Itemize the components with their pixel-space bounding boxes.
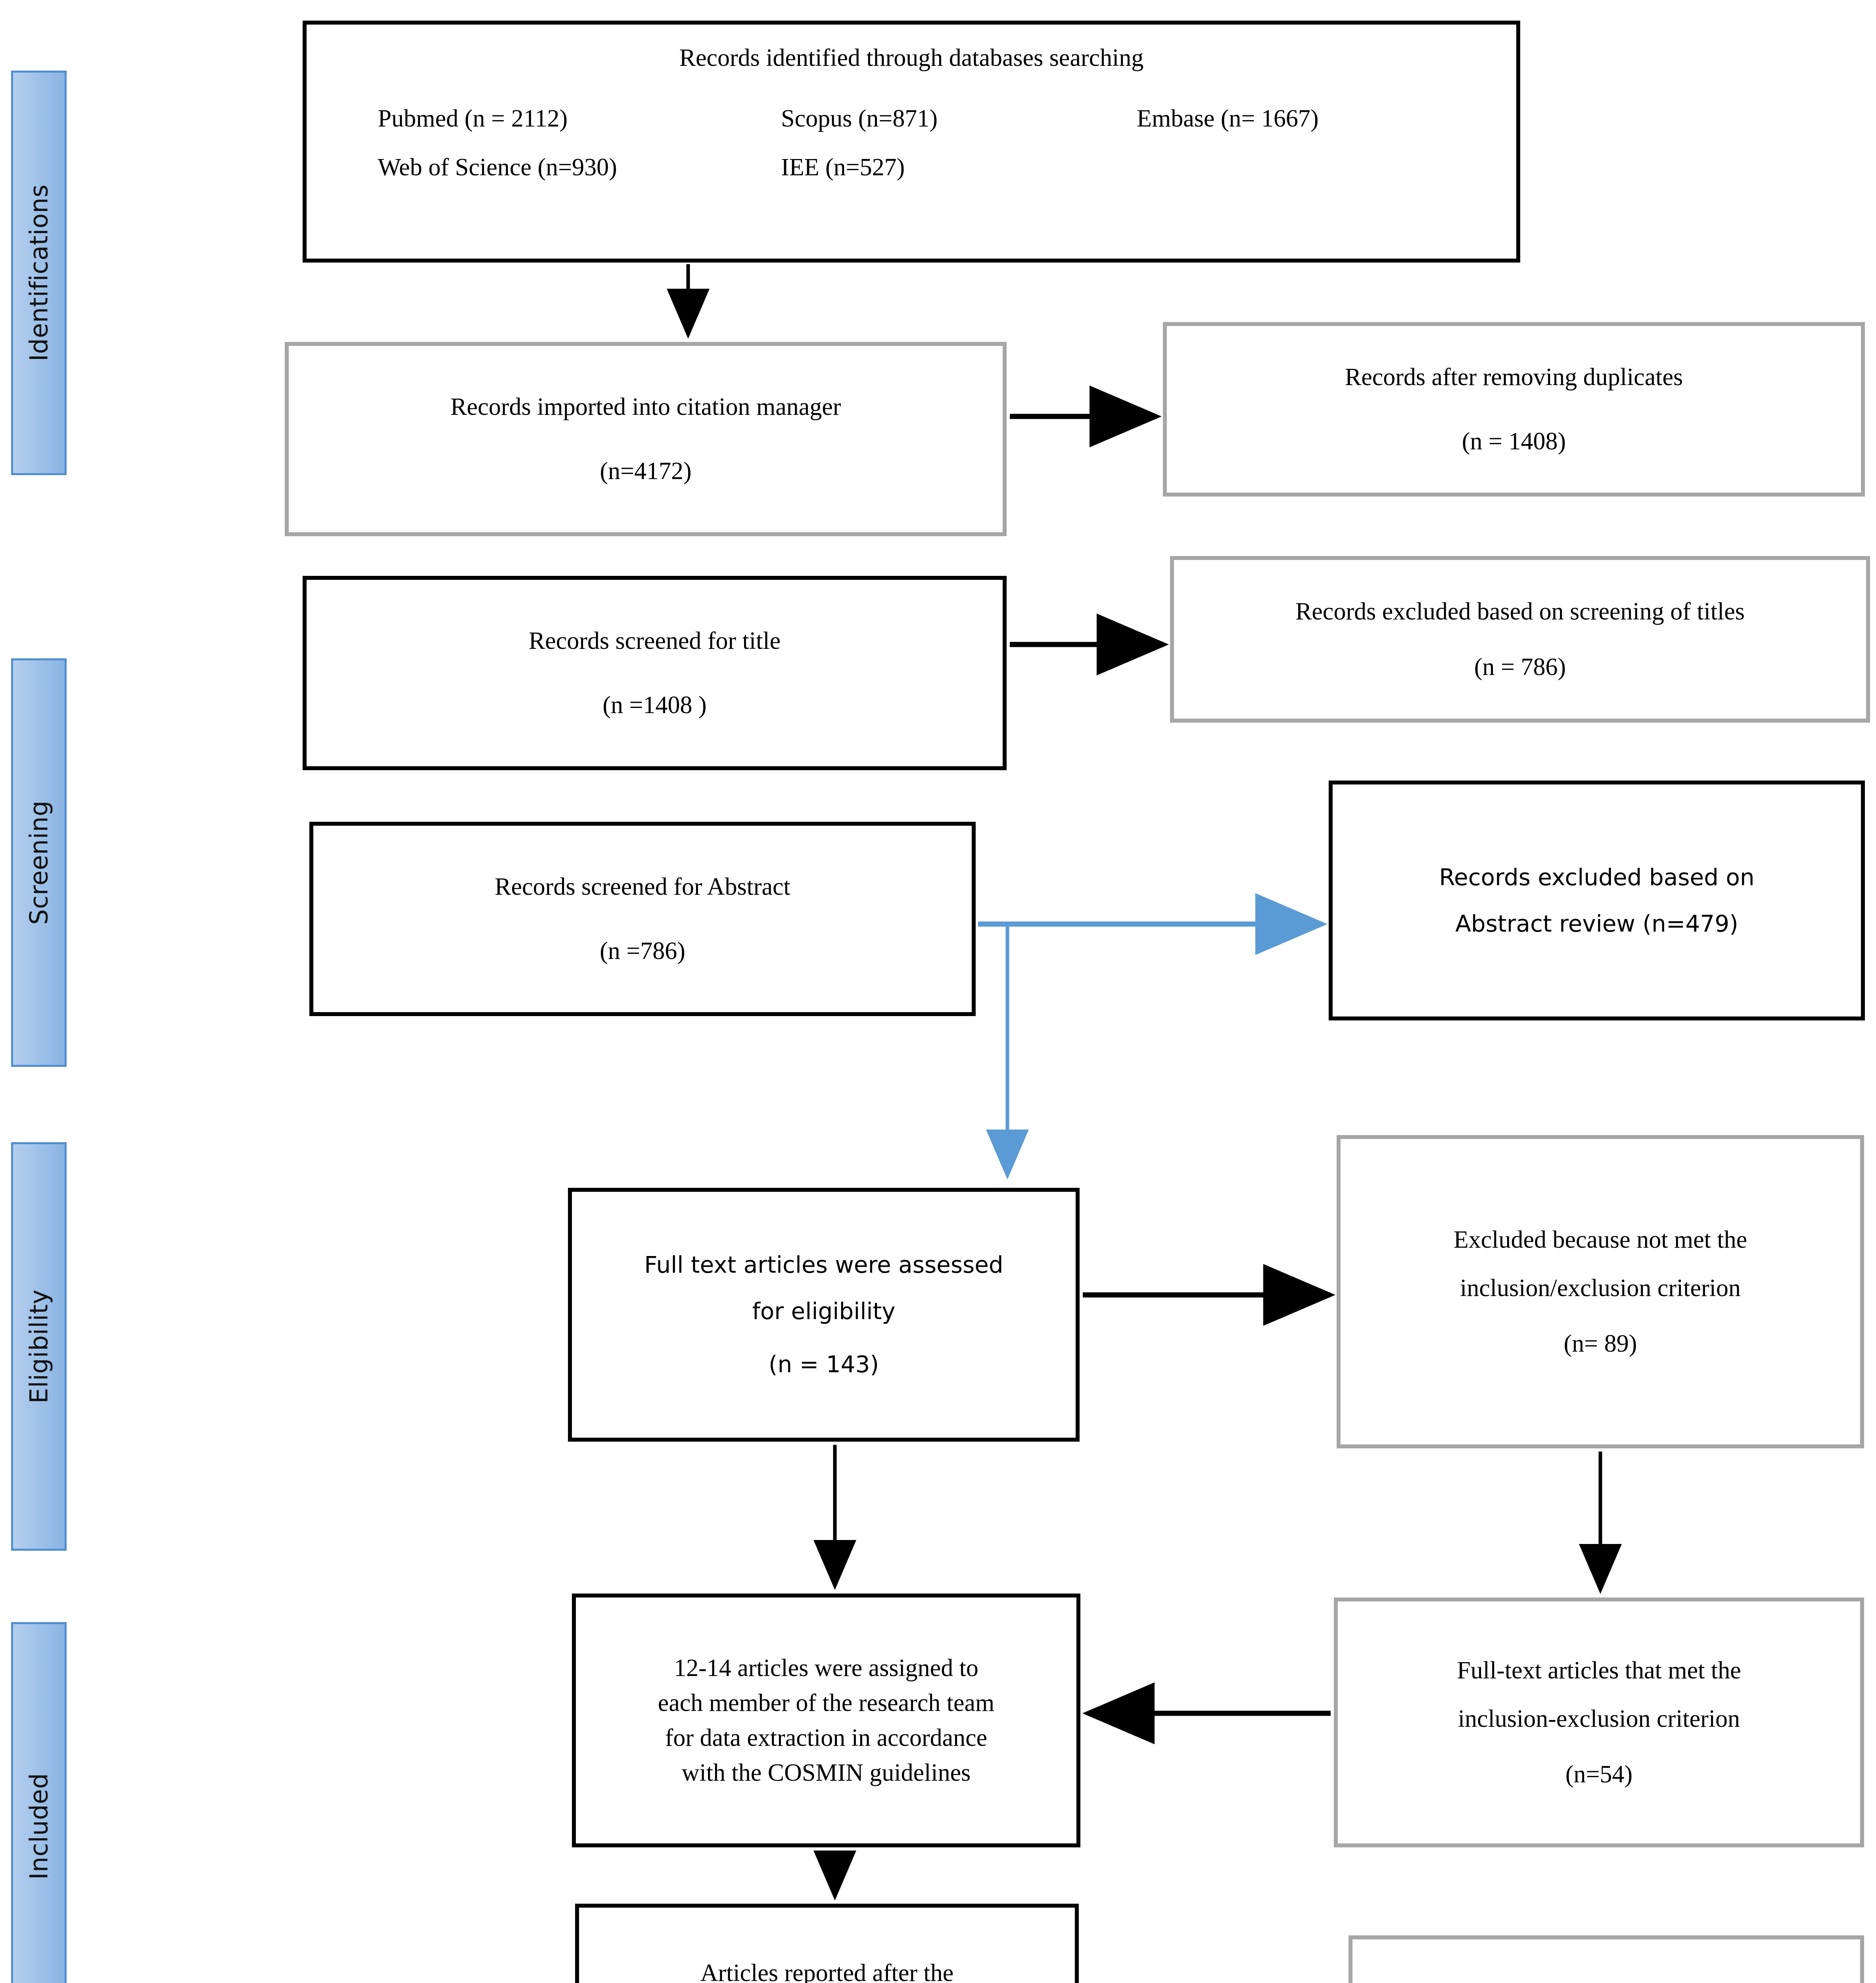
box-records-excluded-title: Records excluded based on screening of t…	[1170, 556, 1870, 723]
excluded-criteria-count: (n= 89)	[1563, 1330, 1637, 1358]
assigned-team-line-1: 12-14 articles were assigned to	[674, 1654, 978, 1682]
box-excluded-criteria: Excluded because not met the inclusion/e…	[1337, 1135, 1864, 1448]
phase-label-identifications: Identifications	[24, 184, 54, 362]
box-records-imported: Records imported into citation manager (…	[285, 342, 1007, 536]
phase-label-included: Included	[24, 1773, 54, 1880]
records-excluded-title-line-1: Records excluded based on screening of t…	[1295, 598, 1745, 625]
records-imported-line-1: Records imported into citation manager	[450, 393, 841, 420]
articles-reported-line-1: Articles reported after the	[700, 1959, 954, 1983]
box-records-excluded-abstract: Records excluded based on Abstract revie…	[1329, 781, 1865, 1020]
source-iee: IEE (n=527)	[781, 154, 905, 181]
source-pubmed: Pubmed (n = 2112)	[378, 105, 568, 132]
full-text-assessed-line-2: for eligibility	[752, 1297, 896, 1325]
box-assigned-to-team: 12-14 articles were assigned to each mem…	[572, 1594, 1080, 1847]
box-full-text-assessed: Full text articles were assessed for eli…	[568, 1188, 1080, 1442]
full-text-assessed-line-1: Full text articles were assessed	[644, 1251, 1003, 1279]
met-criteria-count: (n=54)	[1565, 1761, 1633, 1788]
records-after-duplicates-count: (n = 1408)	[1462, 428, 1566, 455]
met-criteria-line-2: inclusion-exclusion criterion	[1458, 1705, 1740, 1732]
records-identified-heading: Records identified through databases sea…	[679, 44, 1144, 71]
records-screened-title-count: (n =1408 )	[602, 692, 707, 719]
records-excluded-abstract-line-2: Abstract review (n=479)	[1455, 910, 1738, 937]
phase-bar-identifications: Identifications	[11, 71, 67, 475]
source-scopus: Scopus (n=871)	[781, 105, 938, 132]
records-imported-count: (n=4172)	[600, 458, 692, 485]
records-after-duplicates-line-1: Records after removing duplicates	[1345, 363, 1683, 391]
records-excluded-title-count: (n = 786)	[1474, 654, 1566, 681]
box-additional-articles: Additional articles Updated the search (…	[1348, 1935, 1864, 1983]
phase-bar-eligibility: Eligibility	[11, 1142, 67, 1551]
box-records-screened-title: Records screened for title (n =1408 )	[303, 576, 1007, 770]
source-embase: Embase (n= 1667)	[1137, 105, 1319, 132]
phase-label-eligibility: Eligibility	[24, 1289, 54, 1404]
met-criteria-line-1: Full-text articles that met the	[1457, 1657, 1741, 1684]
records-identified-sources-row-1: Pubmed (n = 2112) Scopus (n=871) Embase …	[318, 105, 1504, 133]
records-screened-title-line-1: Records screened for title	[528, 627, 781, 654]
assigned-team-line-2: each member of the research team	[658, 1689, 995, 1716]
phase-bar-included: Included	[11, 1622, 67, 1983]
records-identified-sources-row-2: Web of Science (n=930) IEE (n=527)	[318, 153, 1504, 182]
excluded-criteria-line-1: Excluded because not met the	[1453, 1226, 1747, 1253]
box-records-identified: Records identified through databases sea…	[303, 21, 1520, 263]
source-web-of-science: Web of Science (n=930)	[378, 154, 617, 181]
records-excluded-abstract-line-1: Records excluded based on	[1439, 864, 1755, 891]
excluded-criteria-line-2: inclusion/exclusion criterion	[1460, 1274, 1741, 1302]
assigned-team-line-4: with the COSMIN guidelines	[681, 1759, 971, 1787]
records-screened-abstract-line-1: Records screened for Abstract	[495, 873, 790, 900]
box-records-screened-abstract: Records screened for Abstract (n =786)	[309, 822, 976, 1016]
assigned-team-line-3: for data extraction in accordance	[665, 1724, 988, 1751]
full-text-assessed-count: (n = 143)	[768, 1351, 879, 1378]
phase-label-screening: Screening	[24, 800, 54, 925]
box-records-after-duplicates: Records after removing duplicates (n = 1…	[1163, 322, 1865, 497]
records-screened-abstract-count: (n =786)	[600, 938, 685, 965]
box-articles-reported: Articles reported after the detailed rev…	[575, 1904, 1079, 1983]
box-met-criteria: Full-text articles that met the inclusio…	[1334, 1598, 1864, 1847]
phase-bar-screening: Screening	[11, 658, 67, 1067]
